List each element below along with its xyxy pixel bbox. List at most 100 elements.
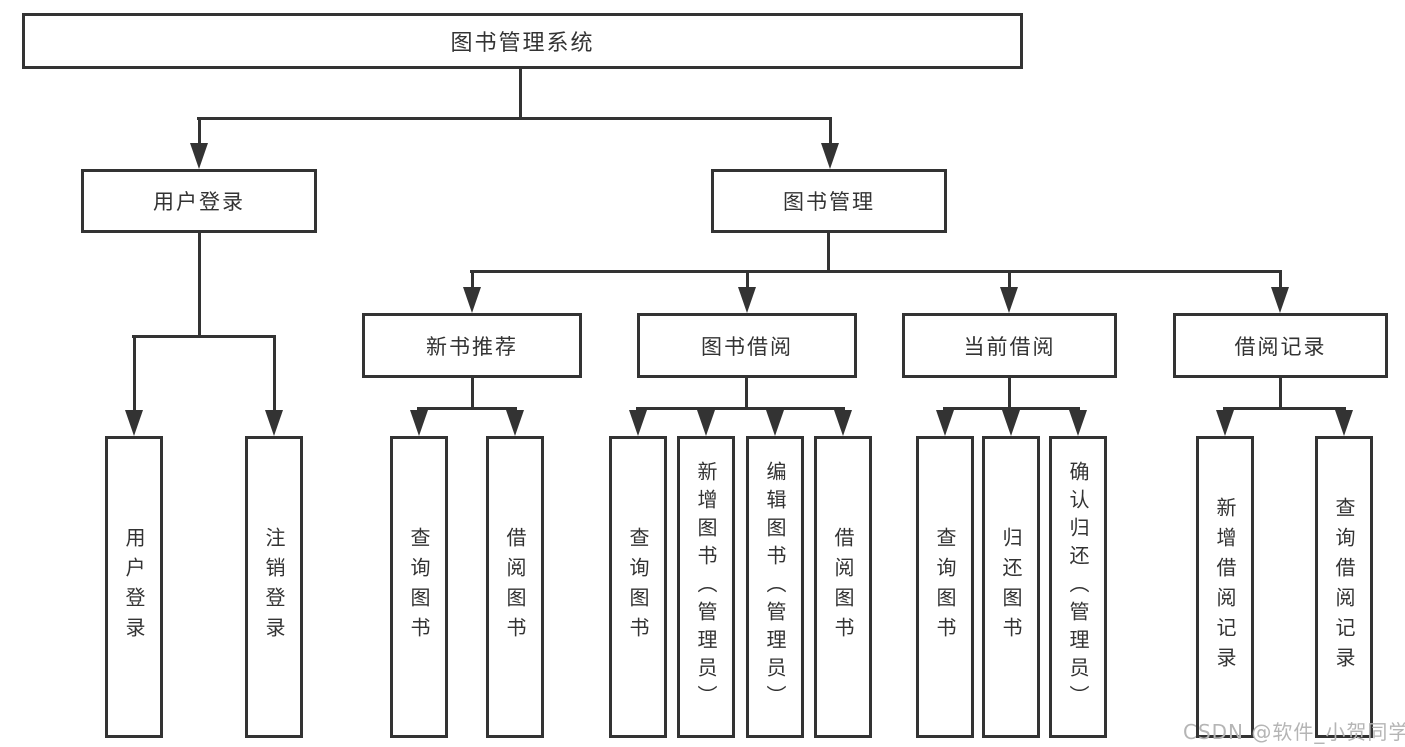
node-book-borrow: 图书借阅 bbox=[637, 313, 857, 378]
edge-current-borrow-stem bbox=[1008, 378, 1011, 409]
node-new-book-recommend-label: 新书推荐 bbox=[426, 334, 518, 359]
arrow-head-icon bbox=[834, 410, 852, 436]
leaf-edit-book-admin: 编辑图书（管理员） bbox=[746, 436, 804, 738]
arrow-shaft bbox=[1007, 270, 1011, 287]
node-borrow-records-label: 借阅记录 bbox=[1234, 334, 1327, 359]
arrow-head-icon bbox=[629, 410, 647, 436]
arrow-head-icon bbox=[1335, 410, 1353, 436]
arrow-head-icon bbox=[410, 410, 428, 436]
arrow-head-icon bbox=[1002, 410, 1020, 436]
leaf-borrow-book-1: 借阅图书 bbox=[486, 436, 544, 738]
arrow-head-icon bbox=[125, 410, 143, 436]
arrow-into-leaf-edit-book bbox=[766, 407, 784, 436]
arrow-into-leaf-user-login bbox=[125, 335, 143, 436]
leaf-borrow-book-2-label: 借阅图书 bbox=[831, 527, 855, 647]
arrow-shaft bbox=[745, 270, 749, 287]
arrow-into-leaf-add-record bbox=[1216, 407, 1234, 436]
arrow-head-icon bbox=[1271, 287, 1289, 313]
arrow-into-leaf-query-book-2 bbox=[629, 407, 647, 436]
leaf-logout: 注销登录 bbox=[245, 436, 303, 738]
node-user-login: 用户登录 bbox=[81, 169, 317, 233]
leaf-edit-book-admin-label: 编辑图书（管理员） bbox=[763, 461, 787, 713]
edge-borrow-records-rail bbox=[1223, 407, 1346, 410]
leaf-borrow-book-2: 借阅图书 bbox=[814, 436, 872, 738]
leaf-query-book-3: 查询图书 bbox=[916, 436, 974, 738]
node-book-borrow-label: 图书借阅 bbox=[701, 334, 793, 359]
arrow-shaft bbox=[943, 407, 947, 410]
leaf-query-book-2: 查询图书 bbox=[609, 436, 667, 738]
arrow-head-icon bbox=[506, 410, 524, 436]
leaf-query-borrow-record-label: 查询借阅记录 bbox=[1332, 497, 1356, 677]
edge-user-login-stem bbox=[198, 233, 201, 337]
node-root: 图书管理系统 bbox=[22, 13, 1023, 69]
arrow-into-borrow-records bbox=[1271, 270, 1289, 313]
leaf-return-book-label: 归还图书 bbox=[999, 527, 1023, 647]
node-root-label: 图书管理系统 bbox=[450, 31, 595, 56]
arrow-into-leaf-query-book-3 bbox=[936, 407, 954, 436]
arrow-into-leaf-query-record bbox=[1335, 407, 1353, 436]
arrow-into-leaf-confirm-return bbox=[1069, 407, 1087, 436]
arrow-head-icon bbox=[265, 410, 283, 436]
node-user-login-label: 用户登录 bbox=[153, 190, 245, 214]
arrow-shaft bbox=[773, 407, 777, 410]
arrow-shaft bbox=[1009, 407, 1013, 410]
leaf-query-book-1-label: 查询图书 bbox=[407, 527, 431, 647]
node-borrow-records: 借阅记录 bbox=[1173, 313, 1388, 378]
leaf-user-login-label: 用户登录 bbox=[122, 527, 146, 647]
leaf-return-book: 归还图书 bbox=[982, 436, 1040, 738]
arrow-shaft bbox=[704, 407, 708, 410]
arrow-head-icon bbox=[1216, 410, 1234, 436]
leaf-add-borrow-record-label: 新增借阅记录 bbox=[1213, 497, 1237, 677]
node-book-management-label: 图书管理 bbox=[783, 190, 875, 214]
leaf-confirm-return-admin-label: 确认归还（管理员） bbox=[1066, 461, 1090, 713]
leaf-add-borrow-record: 新增借阅记录 bbox=[1196, 436, 1254, 738]
leaf-query-book-1: 查询图书 bbox=[390, 436, 448, 738]
arrow-into-leaf-borrow-book-1 bbox=[506, 407, 524, 436]
leaf-confirm-return-admin: 确认归还（管理员） bbox=[1049, 436, 1107, 738]
arrow-shaft bbox=[1342, 407, 1346, 410]
arrow-shaft bbox=[636, 407, 640, 410]
edge-book-borrow-rail bbox=[636, 407, 845, 410]
arrow-shaft bbox=[132, 335, 136, 410]
edge-root-rail bbox=[197, 117, 832, 120]
edge-borrow-records-stem bbox=[1279, 378, 1282, 409]
arrow-head-icon bbox=[463, 287, 481, 313]
arrow-head-icon bbox=[1069, 410, 1087, 436]
arrow-head-icon bbox=[190, 143, 208, 169]
leaf-query-book-2-label: 查询图书 bbox=[626, 527, 650, 647]
arrow-into-leaf-query-book-1 bbox=[410, 407, 428, 436]
arrow-into-leaf-logout bbox=[265, 335, 283, 436]
leaf-add-book-admin-label: 新增图书（管理员） bbox=[694, 461, 718, 713]
leaf-user-login: 用户登录 bbox=[105, 436, 163, 738]
edge-book-borrow-stem bbox=[745, 378, 748, 409]
node-book-management: 图书管理 bbox=[711, 169, 947, 233]
leaf-borrow-book-1-label: 借阅图书 bbox=[503, 527, 527, 647]
edge-root-stem bbox=[519, 69, 522, 120]
arrow-shaft bbox=[1278, 270, 1282, 287]
arrow-head-icon bbox=[738, 287, 756, 313]
node-current-borrow-label: 当前借阅 bbox=[963, 334, 1056, 359]
leaf-logout-label: 注销登录 bbox=[262, 527, 286, 647]
arrow-shaft bbox=[470, 270, 474, 287]
edge-new-book-recommend-rail bbox=[417, 407, 517, 410]
arrow-into-book-borrow bbox=[738, 270, 756, 313]
arrow-head-icon bbox=[766, 410, 784, 436]
arrow-head-icon bbox=[821, 143, 839, 169]
arrow-into-leaf-borrow-book-2 bbox=[834, 407, 852, 436]
edge-user-login-rail bbox=[132, 335, 276, 338]
arrow-shaft bbox=[1223, 407, 1227, 410]
arrow-into-user-login bbox=[190, 117, 208, 169]
edge-new-book-recommend-stem bbox=[471, 378, 474, 409]
arrow-shaft bbox=[417, 407, 421, 410]
csdn-watermark: CSDN @软件_小贺同学 bbox=[1183, 720, 1405, 744]
arrow-shaft bbox=[1076, 407, 1080, 410]
node-new-book-recommend: 新书推荐 bbox=[362, 313, 582, 378]
node-current-borrow: 当前借阅 bbox=[902, 313, 1117, 378]
leaf-add-book-admin: 新增图书（管理员） bbox=[677, 436, 735, 738]
arrow-into-current-borrow bbox=[1000, 270, 1018, 313]
edge-book-management-stem bbox=[827, 233, 830, 273]
arrow-shaft bbox=[197, 117, 201, 143]
arrow-into-leaf-add-book bbox=[697, 407, 715, 436]
arrow-head-icon bbox=[936, 410, 954, 436]
